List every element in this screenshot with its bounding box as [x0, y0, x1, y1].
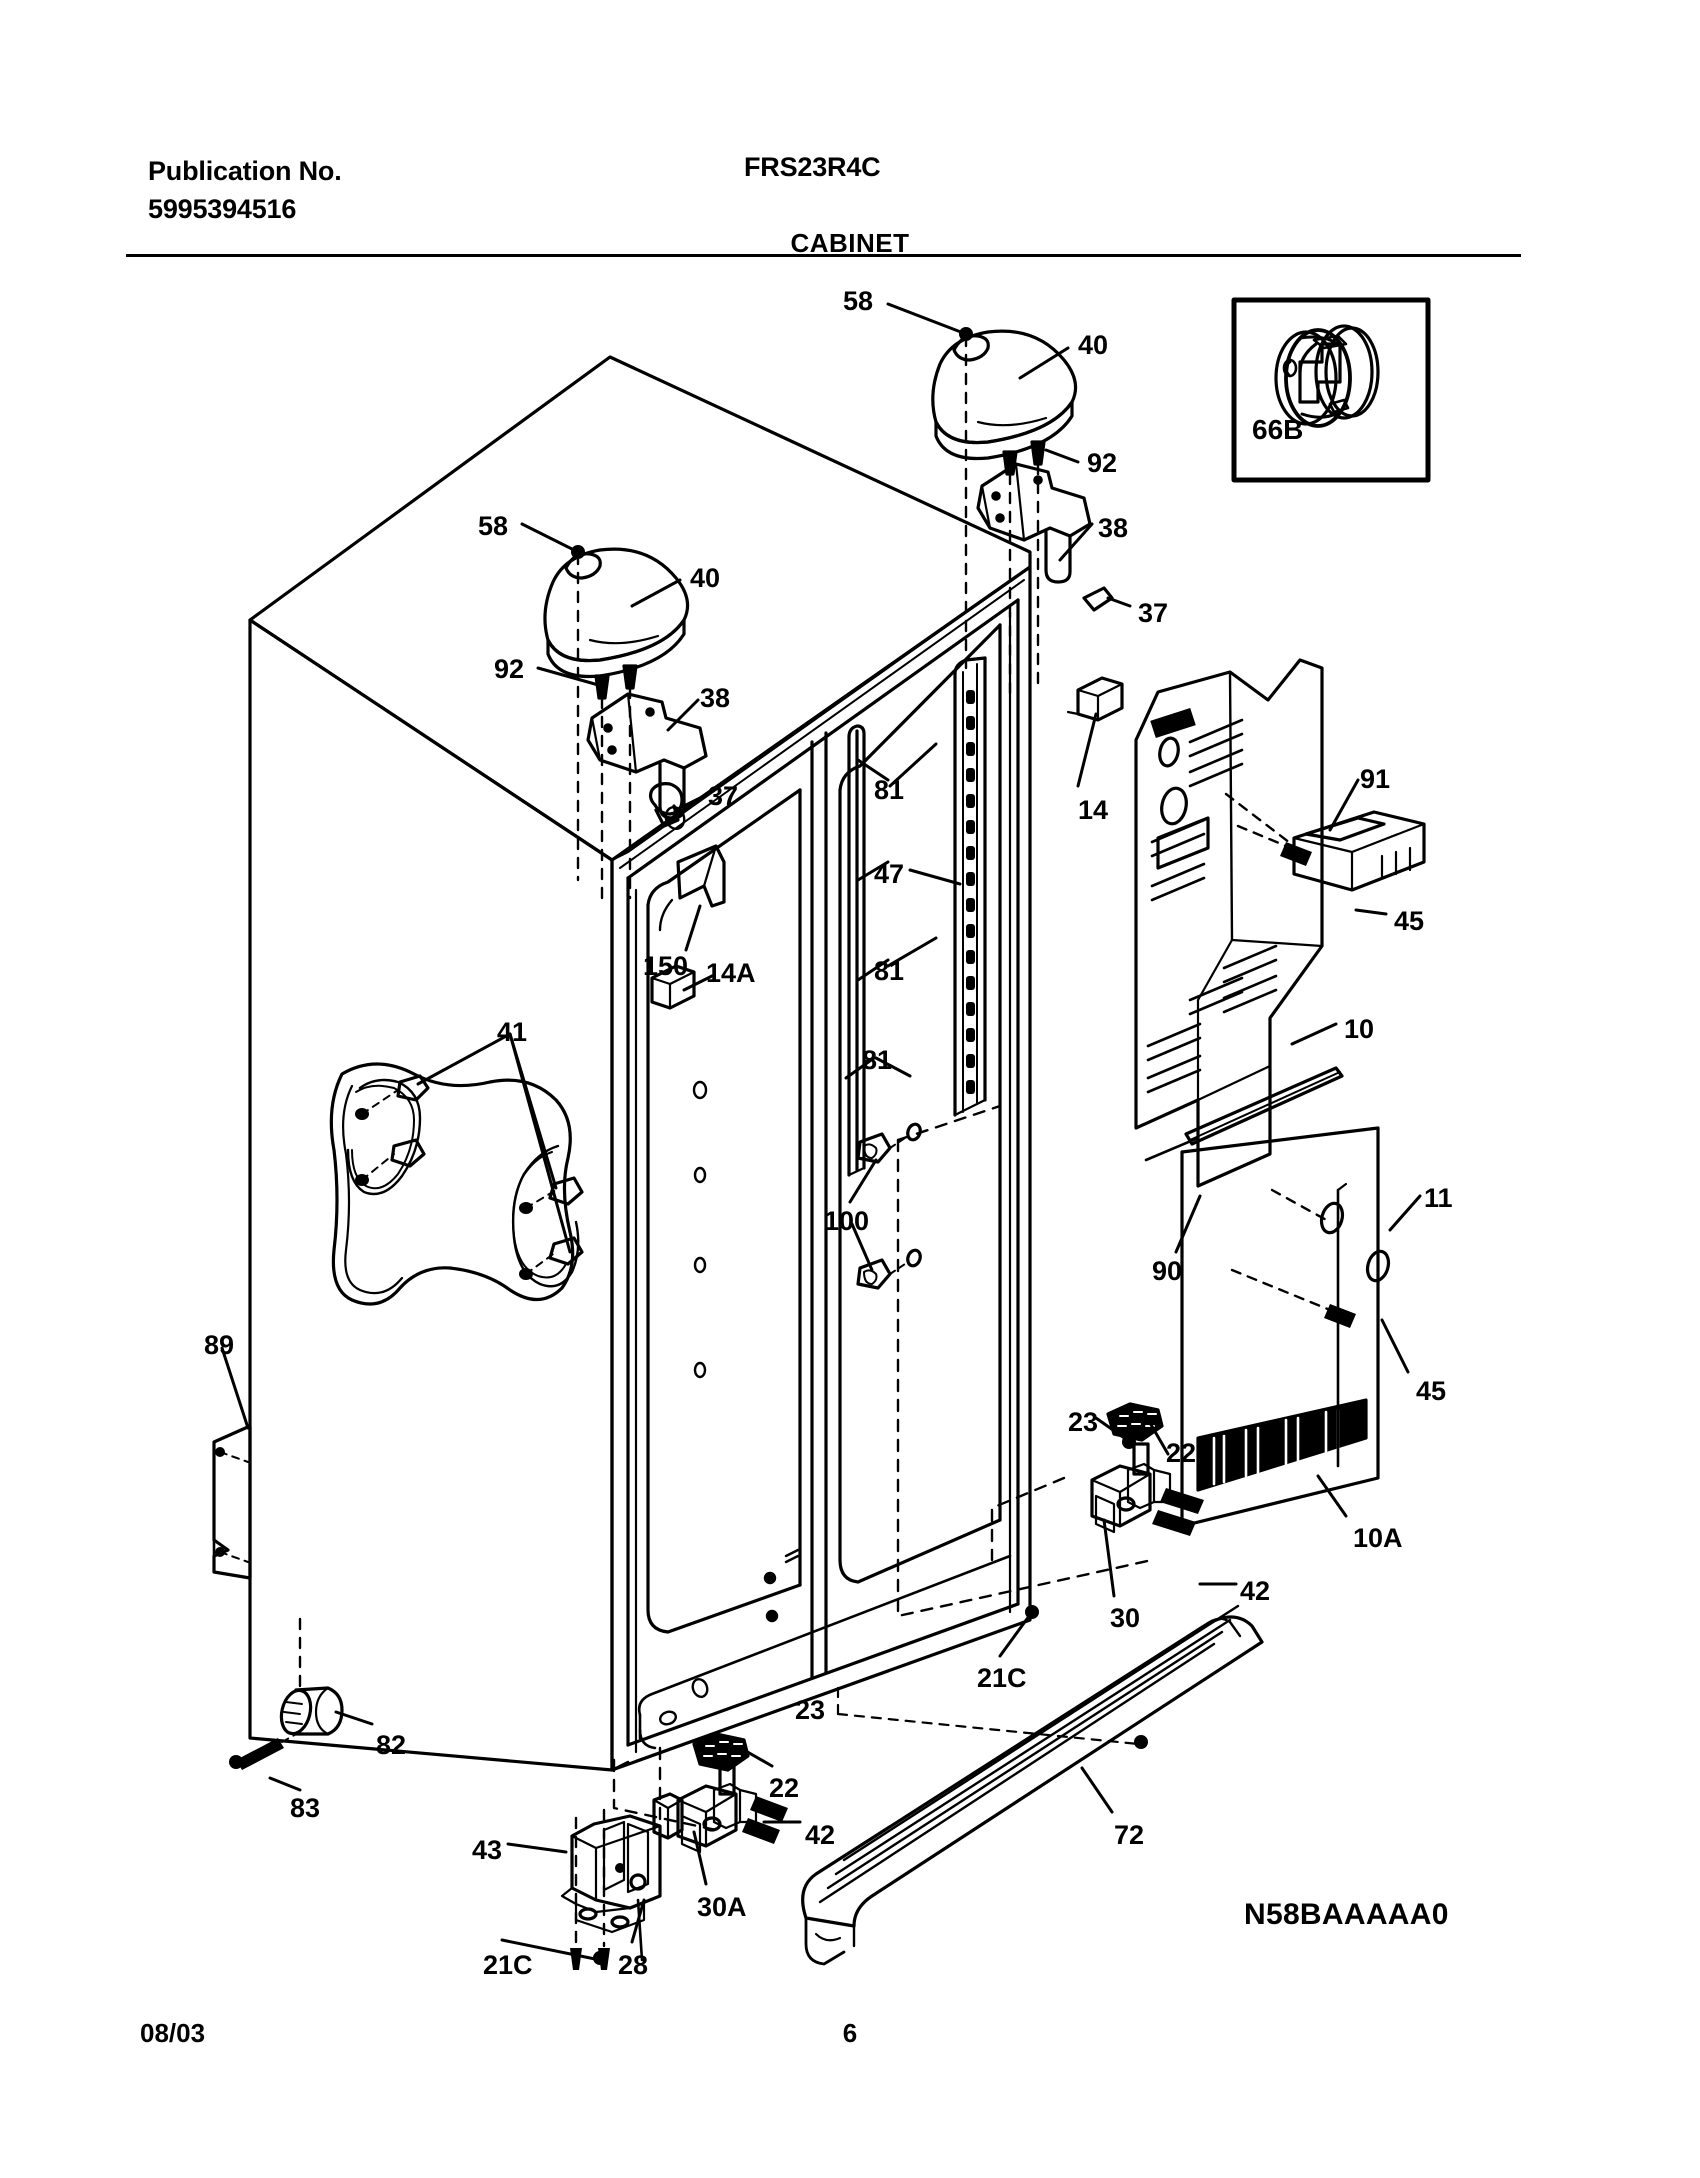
- part-40-hinge-cover-right: [933, 331, 1076, 458]
- callout-72: 72: [1114, 1820, 1145, 1850]
- callout-100: 100: [824, 1206, 870, 1236]
- part-72-kickplate: [803, 1606, 1262, 1964]
- callout-42: 42: [805, 1820, 836, 1850]
- part-89-side-bracket: [214, 1426, 250, 1578]
- callout-58: 58: [843, 286, 874, 316]
- callout-47: 47: [874, 859, 905, 889]
- callout-45: 45: [1416, 1376, 1447, 1406]
- callout-40: 40: [690, 563, 721, 593]
- callout-40: 40: [1078, 330, 1109, 360]
- section-title: CABINET: [790, 228, 910, 258]
- callout-42: 42: [1240, 1576, 1271, 1606]
- part-41-gasket-assembly: [331, 1064, 582, 1304]
- part-82-roller: [277, 1687, 342, 1736]
- part-91-control-module: [1226, 794, 1424, 890]
- callout-14a: 14A: [706, 958, 756, 988]
- part-21c-alignment: [614, 1106, 1152, 1836]
- callout-21c: 21C: [977, 1663, 1027, 1693]
- callout-58: 58: [478, 511, 509, 541]
- callout-30: 30: [1110, 1603, 1141, 1633]
- footer-page-number: 6: [842, 2018, 858, 2048]
- part-81-rail-left: [849, 726, 864, 1175]
- callout-38: 38: [700, 683, 731, 713]
- callout-10a: 10A: [1353, 1523, 1403, 1553]
- callout-82: 82: [376, 1730, 407, 1760]
- part-38-hinge-bracket-left: [588, 694, 706, 818]
- callout-11: 11: [1424, 1183, 1453, 1213]
- part-83-screw: [229, 1610, 300, 1770]
- part-42-screws-right: [1152, 1488, 1204, 1536]
- part-22-cam-left: [694, 1734, 748, 1770]
- cabinet-front-detail: [658, 805, 798, 1727]
- part-66b-grommet: [1276, 326, 1378, 426]
- callout-22: 22: [1166, 1438, 1197, 1468]
- callout-37: 37: [1138, 598, 1169, 628]
- callout-23: 23: [795, 1695, 826, 1725]
- part-11-bracket: [1338, 1184, 1346, 1466]
- cabinet-shell: [250, 357, 1030, 1770]
- callout-92: 92: [494, 654, 525, 684]
- part-47-shelf-ladder: [955, 658, 985, 1115]
- diagram-code: N58BAAAAA0: [1244, 1898, 1449, 1931]
- callout-81: 81: [874, 956, 905, 986]
- callout-leaders: [222, 304, 1420, 1960]
- callout-92: 92: [1087, 448, 1118, 478]
- callout-38: 38: [1098, 513, 1129, 543]
- callout-10: 10: [1344, 1014, 1375, 1044]
- part-45-screws: [1232, 826, 1356, 1328]
- part-10-duct-panel: [1136, 660, 1322, 1186]
- part-21c-pin-left: [593, 1951, 607, 1965]
- part-150-door-stop: [660, 846, 724, 930]
- publication-number: Publication No. 5995394516: [148, 156, 342, 225]
- callout-89: 89: [204, 1330, 235, 1360]
- callout-23: 23: [1068, 1407, 1099, 1437]
- part-92-screws-right: [1004, 442, 1044, 474]
- inset-label-66b: 66B: [1252, 414, 1304, 445]
- model-number: FRS23R4C: [744, 152, 881, 182]
- part-40-hinge-cover-left: [545, 549, 688, 676]
- part-47-perforations: [966, 690, 975, 1094]
- part-42-screws-left: [742, 1796, 788, 1844]
- part-43-leveling-assembly: [562, 1810, 660, 1970]
- part-14a-plug: [652, 966, 694, 1008]
- inset-box-66b: [1234, 300, 1428, 480]
- callout-28: 28: [618, 1950, 649, 1980]
- header-divider: [126, 254, 1521, 257]
- part-28-bracket: [654, 1794, 682, 1838]
- footer-date: 08/03: [140, 2018, 206, 2048]
- callout-81: 81: [874, 775, 905, 805]
- part-38-hinge-bracket-right: [978, 464, 1090, 582]
- callout-37: 37: [708, 781, 739, 811]
- callout-22: 22: [769, 1773, 800, 1803]
- part-37-bumper-left: [651, 784, 682, 826]
- callout-41: 41: [497, 1017, 528, 1047]
- callout-30a: 30A: [697, 1892, 747, 1922]
- callout-90: 90: [1152, 1256, 1183, 1286]
- callout-45: 45: [1394, 906, 1425, 936]
- callout-14: 14: [1078, 795, 1109, 825]
- part-22-cam-right: [1108, 1404, 1162, 1440]
- part-30a-bottom-hinge-left: [678, 1764, 756, 1852]
- part-90-base-trim: [1186, 1068, 1342, 1144]
- callout-43: 43: [472, 1835, 503, 1865]
- part-30-bottom-hinge-right: [1092, 1444, 1170, 1532]
- callout-81: 81: [862, 1045, 893, 1075]
- part-14-plug: [1068, 678, 1122, 720]
- callout-83: 83: [290, 1793, 321, 1823]
- part-92-alignment-lines: [602, 464, 1038, 900]
- callout-150: 150: [643, 951, 689, 981]
- part-10a-access-panel: [1182, 1128, 1392, 1526]
- callout-21c: 21C: [483, 1950, 533, 1980]
- callout-91: 91: [1360, 764, 1391, 794]
